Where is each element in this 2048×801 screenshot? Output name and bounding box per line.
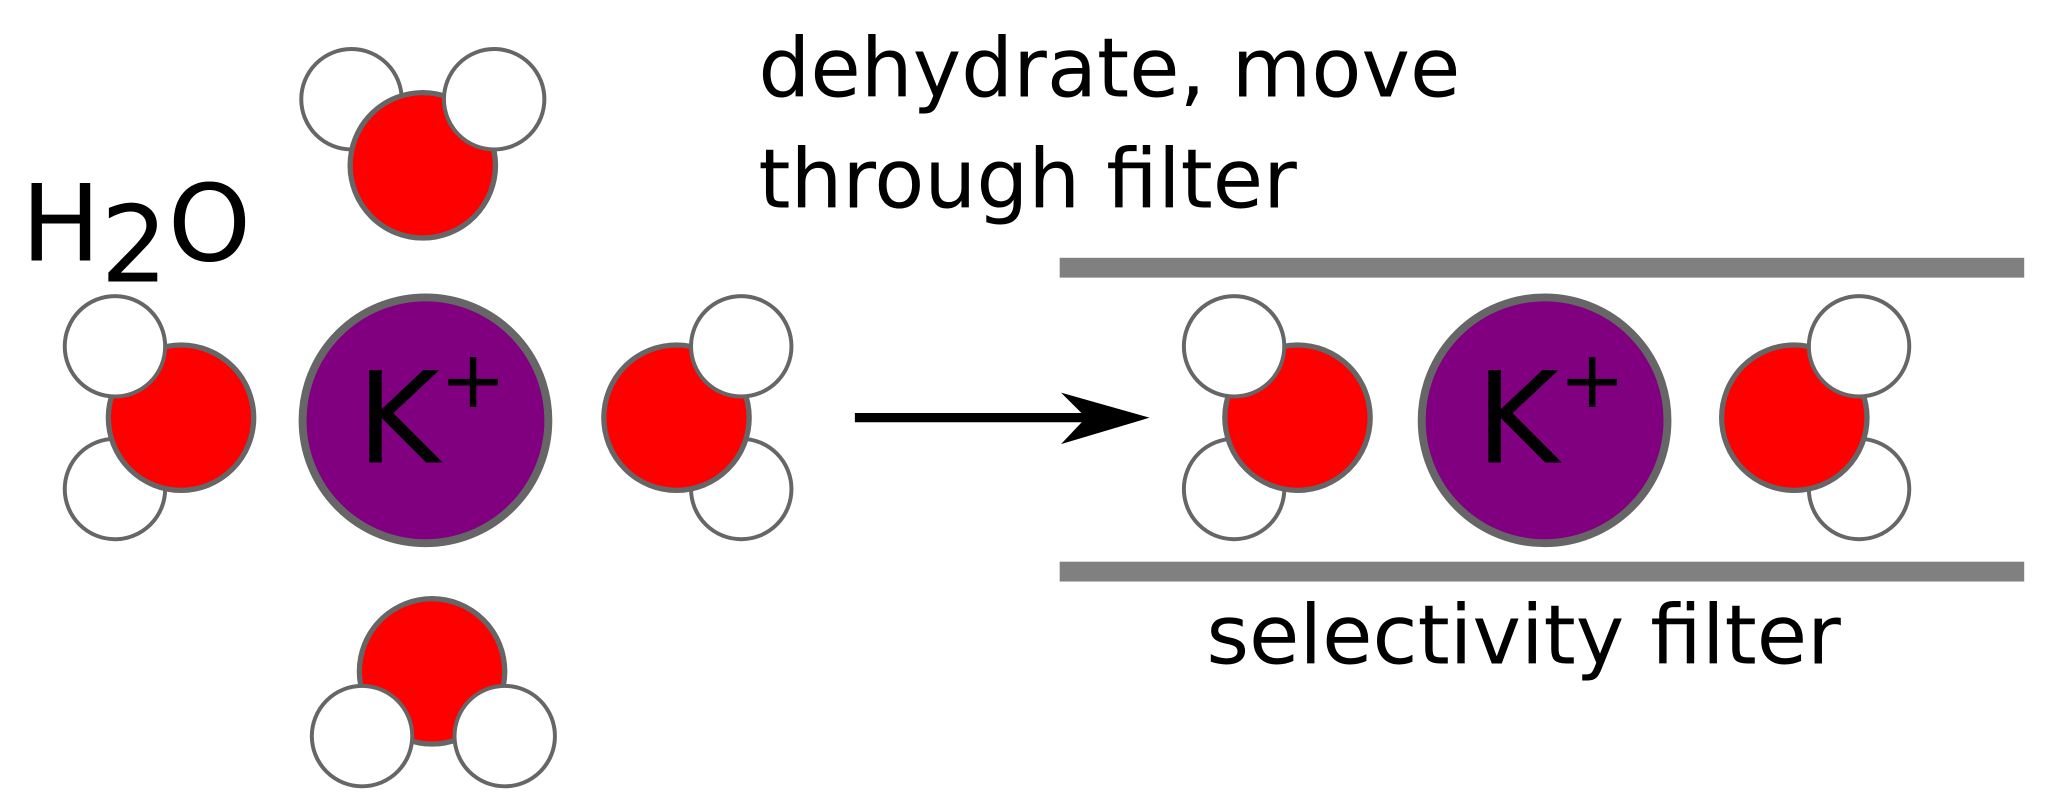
potassium-atom — [1417, 293, 1672, 548]
water-molecule-filter-left — [1181, 294, 1373, 542]
water-molecule-filter-right — [1718, 294, 1912, 542]
hydrogen-atom — [689, 294, 794, 399]
hydrogen-atom — [452, 683, 557, 789]
hydrogen-atom — [309, 683, 415, 789]
selectivity-filter-label: selectivity filter — [1206, 588, 1841, 683]
ion-label: K+ — [357, 333, 507, 492]
ion-label: K+ — [1476, 333, 1626, 492]
hydrogen-atom — [1806, 294, 1912, 399]
hydrogen-atom — [62, 294, 168, 399]
h2o-label: H2O — [21, 162, 251, 306]
water-molecule-top — [299, 47, 547, 241]
potassium-ion-hydrated: K+ — [298, 293, 553, 548]
filter-wall-bottom — [1059, 561, 2025, 582]
hydrogen-atom — [441, 47, 547, 152]
caption-line-1: dehydrate, move — [758, 22, 1460, 117]
filter-wall-top — [1059, 257, 2025, 278]
water-molecule-left — [62, 294, 257, 542]
potassium-atom — [298, 293, 553, 548]
potassium-ion-in-filter: K+ — [1417, 293, 1672, 548]
hydrogen-atom — [1181, 294, 1287, 399]
arrow-icon — [854, 392, 1150, 445]
caption-line-2: through filter — [758, 133, 1297, 228]
water-molecule-right — [601, 294, 794, 542]
water-molecule-bottom — [309, 596, 557, 789]
